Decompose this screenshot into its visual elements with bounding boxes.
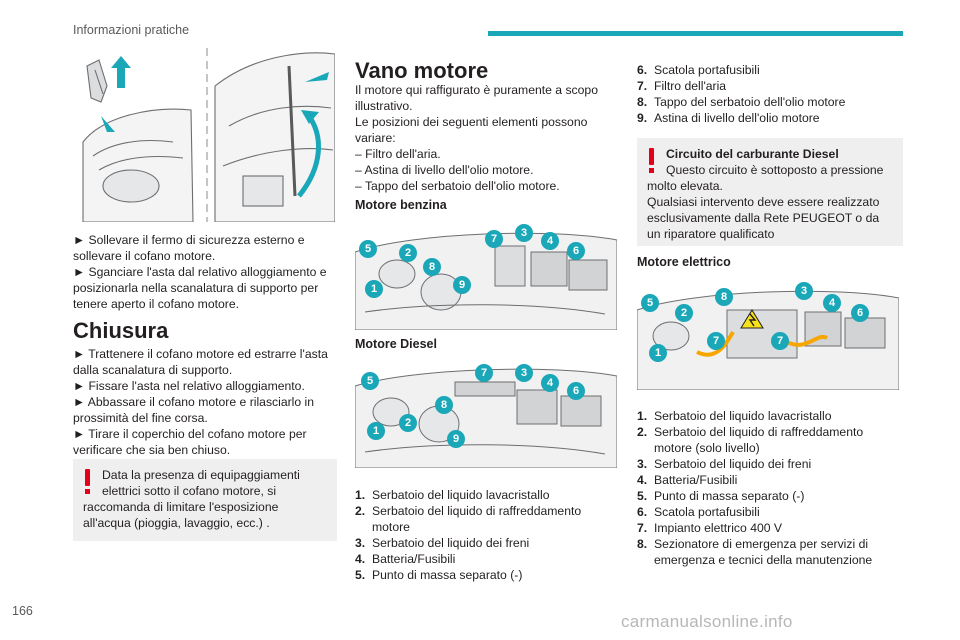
warning-icon xyxy=(648,148,656,173)
intro-line-2: Le posizioni dei seguenti elementi posso… xyxy=(355,115,588,145)
diesel-warning-line2: molto elevata. xyxy=(647,179,723,193)
diesel-warning-line1: Questo circuito è sottoposto a pressione xyxy=(666,163,884,177)
intro-line-3: – Filtro dell'aria. xyxy=(355,147,441,161)
electric-badge-6: 6 xyxy=(851,304,869,322)
water-warning-line1: Data la presenza di equipaggiamenti xyxy=(102,468,300,482)
diesel-badge-3: 3 xyxy=(515,364,533,382)
intro-line-1: Il motore qui raffigurato è puramente a … xyxy=(355,83,598,113)
electric-badge-2: 2 xyxy=(675,304,693,322)
electric-badge-8: 8 xyxy=(715,288,733,306)
components-list-b: 6.Scatola portafusibili 7.Filtro dell'ar… xyxy=(637,62,903,126)
list-item: 8.Sezionatore di emergenza per servizi d… xyxy=(637,537,873,567)
list-item: 1.Serbatoio del liquido lavacristallo xyxy=(637,409,832,423)
electric-badge-4: 4 xyxy=(823,294,841,312)
closing-heading: Chiusura xyxy=(73,318,169,343)
electric-motor-diagram: 5 2 1 8 3 4 6 7 7 xyxy=(636,282,900,391)
petrol-badge-6: 6 xyxy=(567,242,585,260)
hood-opening-illustration xyxy=(73,46,335,222)
list-item: 6.Scatola portafusibili xyxy=(637,63,760,77)
close-step-1: ► Trattenere il cofano motore ed estrarr… xyxy=(73,347,328,377)
electric-badge-7a: 7 xyxy=(707,332,725,350)
list-item: 2.Serbatoio del liquido di raffreddament… xyxy=(637,425,864,455)
diesel-badge-7: 7 xyxy=(475,364,493,382)
diesel-engine-heading: Motore Diesel xyxy=(355,337,437,351)
list-item: 1.Serbatoio del liquido lavacristallo xyxy=(355,488,550,502)
water-warning-box: Data la presenza di equipaggiamenti elett… xyxy=(73,459,337,541)
warning-icon xyxy=(84,469,92,494)
list-item: 8.Tappo del serbatoio dell'olio motore xyxy=(637,95,846,109)
intro-line-5: – Tappo del serbatoio dell'olio motore. xyxy=(355,179,560,193)
electric-components-list: 1.Serbatoio del liquido lavacristallo 2.… xyxy=(637,408,903,568)
electric-badge-1: 1 xyxy=(649,344,667,362)
petrol-badge-2: 2 xyxy=(399,244,417,262)
page-number: 166 xyxy=(12,604,33,618)
petrol-engine-diagram: 5 2 8 1 9 7 3 4 6 xyxy=(354,222,618,331)
diesel-badge-4: 4 xyxy=(541,374,559,392)
electric-badge-5: 5 xyxy=(641,294,659,312)
electric-badge-7b: 7 xyxy=(771,332,789,350)
list-item: 4.Batteria/Fusibili xyxy=(355,552,456,566)
water-warning-text: elettrici sotto il cofano motore, si rac… xyxy=(83,484,279,530)
petrol-badge-9: 9 xyxy=(453,276,471,294)
diesel-badge-8: 8 xyxy=(435,396,453,414)
close-step-4: ► Tirare il coperchio del cofano motore … xyxy=(73,427,307,457)
petrol-badge-7: 7 xyxy=(485,230,503,248)
petrol-badge-8: 8 xyxy=(423,258,441,276)
petrol-badge-5: 5 xyxy=(359,240,377,258)
close-step-2: ► Fissare l'asta nel relativo alloggiame… xyxy=(73,379,305,393)
page-header-accent-bar xyxy=(488,31,903,36)
diesel-engine-diagram: 5 7 3 4 6 8 1 2 9 xyxy=(354,360,618,469)
diesel-warning-title: Circuito del carburante Diesel xyxy=(666,147,839,161)
list-item: 5.Punto di massa separato (-) xyxy=(355,568,523,582)
engine-compartment-heading: Vano motore xyxy=(355,58,489,83)
diesel-warning-text: Qualsiasi intervento deve essere realizz… xyxy=(647,195,880,241)
open-step-2: ► Sganciare l'asta dal relativo alloggia… xyxy=(73,265,327,311)
diesel-badge-5: 5 xyxy=(361,372,379,390)
diesel-badge-1: 1 xyxy=(367,422,385,440)
petrol-engine-heading: Motore benzina xyxy=(355,198,447,212)
list-item: 9.Astina di livello dell'olio motore xyxy=(637,111,820,125)
petrol-badge-1: 1 xyxy=(365,280,383,298)
diesel-badge-9: 9 xyxy=(447,430,465,448)
intro-line-4: – Astina di livello dell'olio motore. xyxy=(355,163,534,177)
close-step-3: ► Abbassare il cofano motore e rilasciar… xyxy=(73,395,315,425)
list-item: 6.Scatola portafusibili xyxy=(637,505,760,519)
list-item: 7.Filtro dell'aria xyxy=(637,79,727,93)
list-item: 3.Serbatoio del liquido dei freni xyxy=(637,457,812,471)
petrol-badge-4: 4 xyxy=(541,232,559,250)
list-item: 4.Batteria/Fusibili xyxy=(637,473,738,487)
list-item: 7.Impianto elettrico 400 V xyxy=(637,521,783,535)
list-item: 3.Serbatoio del liquido dei freni xyxy=(355,536,530,550)
page-header-title: Informazioni pratiche xyxy=(73,23,190,37)
electric-motor-heading: Motore elettrico xyxy=(637,255,731,269)
open-step-1: ► Sollevare il fermo di sicurezza estern… xyxy=(73,233,305,263)
electric-badge-3: 3 xyxy=(795,282,813,300)
petrol-badge-3: 3 xyxy=(515,224,533,242)
diesel-badge-6: 6 xyxy=(567,382,585,400)
list-item: 2.Serbatoio del liquido di raffreddament… xyxy=(355,504,582,534)
diesel-badge-2: 2 xyxy=(399,414,417,432)
watermark: carmanualsonline.info xyxy=(621,612,793,631)
components-list-a: 1.Serbatoio del liquido lavacristallo 2.… xyxy=(355,487,617,583)
list-item: 5.Punto di massa separato (-) xyxy=(637,489,805,503)
